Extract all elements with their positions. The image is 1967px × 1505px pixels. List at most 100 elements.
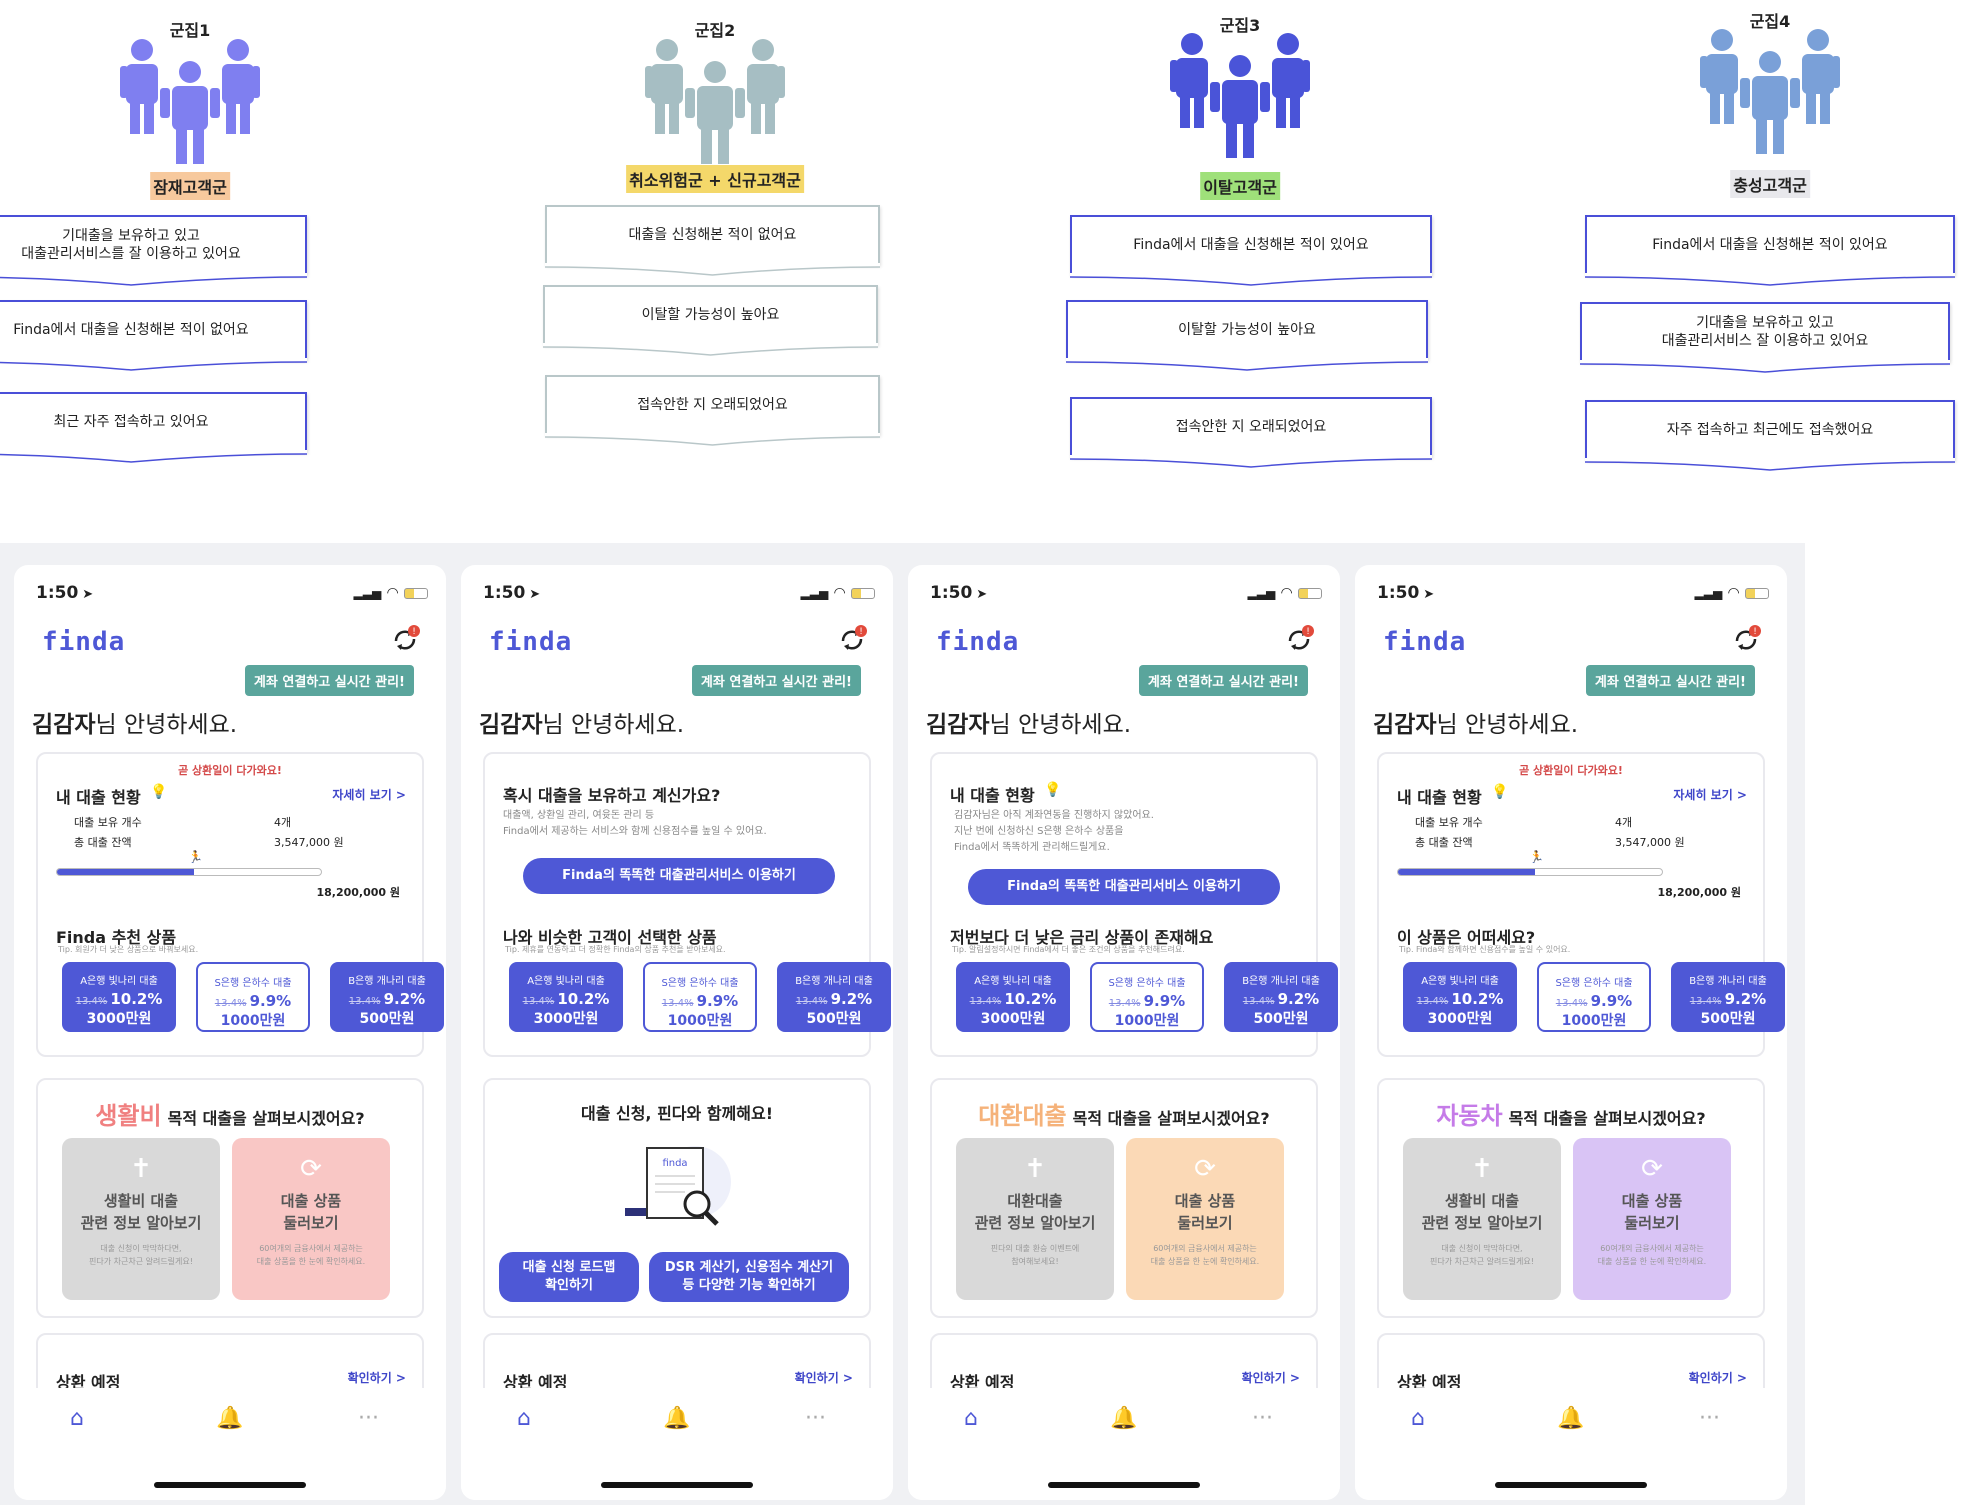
product-name: S은행 은하수 대출 (1108, 978, 1186, 989)
status-bar: 1:50➤▂▃▅◠ (1377, 583, 1769, 605)
loan-question: 혹시 대출을 보유하고 계신가요? (503, 786, 721, 805)
product-rate: 13.4%9.2% (777, 990, 891, 1008)
more-icon[interactable]: ··· (1699, 1406, 1720, 1431)
home-icon[interactable]: ⌂ (1411, 1406, 1425, 1431)
bulb-icon: 💡 (150, 784, 168, 800)
manage-service-button[interactable]: Finda의 똑똑한 대출관리서비스 이용하기 (968, 869, 1280, 905)
trait-card: 기대출을 보유하고 있고 대출관리서비스 잘 이용하고 있어요 (1580, 302, 1950, 362)
repay-confirm-link[interactable]: 확인하기 > (1688, 1371, 1747, 1385)
sync-icon[interactable]: ! (1284, 625, 1314, 655)
account-link-tooltip[interactable]: 계좌 연결하고 실시간 관리! (691, 665, 861, 696)
loan-status-desc: 김감자님은 아직 계좌연동을 진행하지 않았어요. 지난 번에 신청하신 S은행… (954, 810, 1154, 853)
phone-screen-2: 1:50➤▂▃▅◠finda!계좌 연결하고 실시간 관리!김감자님 안녕하세요… (461, 565, 893, 1500)
trait-text: Finda에서 대출을 신청해본 적이 없어요 (13, 322, 249, 338)
calculator-button[interactable]: DSR 계산기, 신용점수 계산기 등 다양한 기능 확인하기 (649, 1252, 849, 1302)
signal-icon: ▂▃▅ (1694, 586, 1723, 600)
manage-service-button[interactable]: Finda의 똑똑한 대출관리서비스 이용하기 (523, 858, 835, 894)
battery-icon (1298, 587, 1322, 599)
trait-text: 이탈할 가능성이 높아요 (1178, 322, 1316, 338)
new-rate: 10.2% (110, 990, 163, 1008)
document-illustration: finda (625, 1142, 735, 1236)
info-tile-title: 대환대출 관련 정보 알아보기 (974, 1192, 1096, 1232)
product-amount: 1000만원 (667, 1013, 733, 1029)
home-indicator (601, 1482, 753, 1488)
refresh-icon: ⟳ (300, 1154, 322, 1184)
more-icon[interactable]: ··· (358, 1406, 379, 1431)
account-link-tooltip[interactable]: 계좌 연결하고 실시간 관리! (1138, 665, 1308, 696)
purpose-highlight: 자동차 (1436, 1102, 1503, 1130)
trait-text: 이탈할 가능성이 높아요 (641, 307, 780, 323)
repay-title: 상환 예정 (1397, 1373, 1462, 1392)
greeting-suffix: 님 안녕하세요. (989, 712, 1132, 738)
home-icon[interactable]: ⌂ (70, 1406, 84, 1431)
loan-status-title: 내 대출 현황 (950, 786, 1035, 805)
status-time: 1:50 (483, 583, 526, 603)
battery-icon (404, 587, 428, 599)
sync-icon[interactable]: ! (837, 625, 867, 655)
product-amount: 3000만원 (86, 1011, 152, 1027)
people-icon (120, 39, 260, 164)
due-soon-notice: 곧 상환일이 다가와요! (178, 764, 282, 777)
cluster-title: 군집3 (1219, 16, 1261, 35)
bell-icon[interactable]: 🔔 (663, 1406, 691, 1431)
browse-tile-title: 대출 상품 둘러보기 (1174, 1192, 1236, 1232)
due-soon-notice: 곧 상환일이 다가와요! (1519, 764, 1623, 777)
repay-confirm-link[interactable]: 확인하기 > (347, 1371, 406, 1385)
account-link-tooltip[interactable]: 계좌 연결하고 실시간 관리! (244, 665, 414, 696)
loan-count: 4개 (1615, 816, 1633, 829)
battery-icon (1745, 587, 1769, 599)
bell-icon[interactable]: 🔔 (216, 1406, 244, 1431)
details-link[interactable]: 자세히 보기 > (1673, 788, 1747, 802)
status-icons: ▂▃▅◠ (801, 585, 875, 601)
more-icon[interactable]: ··· (805, 1406, 826, 1431)
new-rate: 9.9% (249, 992, 292, 1010)
refresh-icon: ⟳ (1194, 1154, 1216, 1184)
repay-confirm-link[interactable]: 확인하기 > (794, 1371, 853, 1385)
roadmap-button[interactable]: 대출 신청 로드맵 확인하기 (499, 1252, 639, 1302)
product-name: S은행 은하수 대출 (214, 978, 292, 989)
segment-tag: 취소위험군 + 신규고객군 (626, 165, 804, 193)
product-rate: 13.4%9.2% (1224, 990, 1338, 1008)
status-time: 1:50 (930, 583, 973, 603)
account-link-tooltip[interactable]: 계좌 연결하고 실시간 관리! (1585, 665, 1755, 696)
more-icon[interactable]: ··· (1252, 1406, 1273, 1431)
people-icon (1170, 33, 1310, 158)
bell-icon[interactable]: 🔔 (1557, 1406, 1585, 1431)
details-link[interactable]: 자세히 보기 > (332, 788, 406, 802)
home-icon[interactable]: ⌂ (517, 1406, 531, 1431)
bell-icon[interactable]: 🔔 (1110, 1406, 1138, 1431)
wifi-icon: ◠ (834, 585, 845, 601)
home-indicator (1495, 1482, 1647, 1488)
old-rate: 13.4% (1689, 996, 1722, 1007)
greeting-suffix: 님 안녕하세요. (542, 712, 685, 738)
trait-card: 자주 접속하고 최근에도 접속했어요 (1585, 400, 1955, 460)
sync-icon[interactable]: ! (390, 625, 420, 655)
new-rate: 9.9% (1143, 992, 1186, 1010)
old-rate: 13.4% (1555, 998, 1588, 1009)
home-icon[interactable]: ⌂ (964, 1406, 978, 1431)
repay-confirm-link[interactable]: 확인하기 > (1241, 1371, 1300, 1385)
products-title: Finda 추천 상품 (56, 928, 177, 947)
sync-icon[interactable]: ! (1731, 625, 1761, 655)
products-tip: Tip. Finda와 함께하면 신용점수를 높일 수 있어요. (1399, 945, 1571, 954)
